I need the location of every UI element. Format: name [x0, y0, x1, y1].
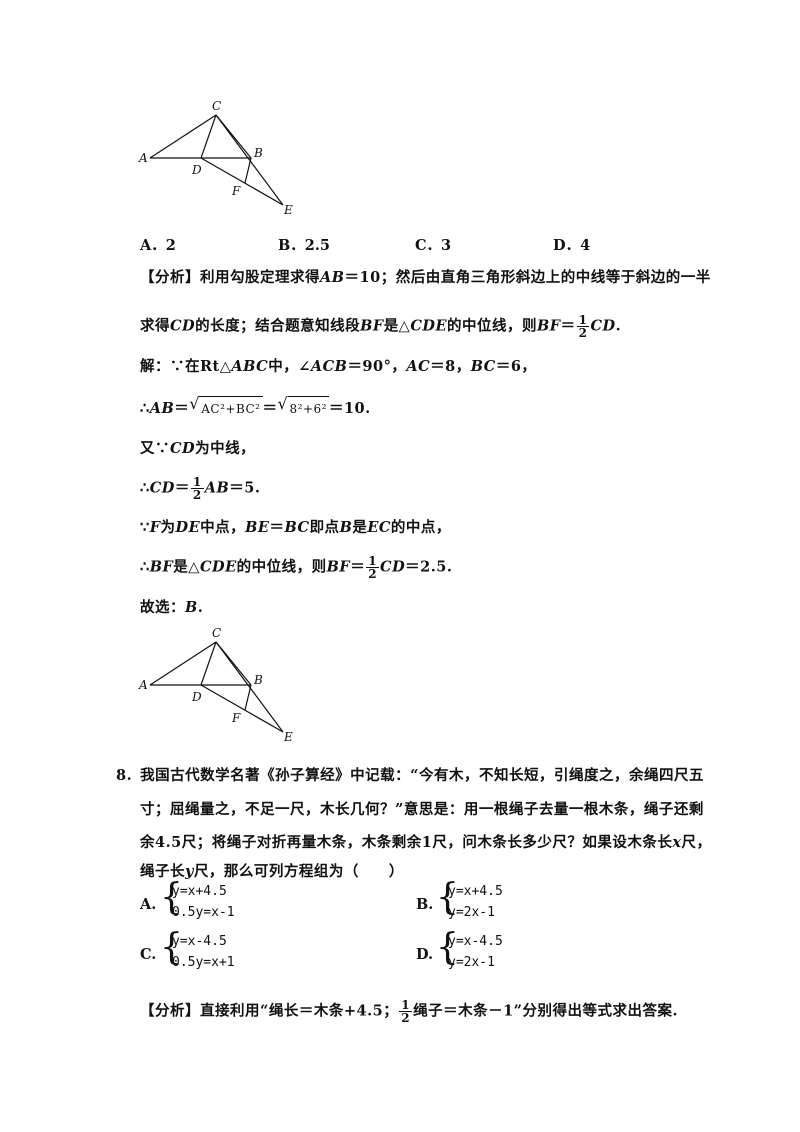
- q7-option-a: A．2: [140, 237, 176, 254]
- label-F: F: [231, 184, 241, 198]
- label-E: E: [283, 730, 293, 744]
- solution7-line2: ∴AB＝√AC²+BC²＝√8²+6²＝10.: [140, 394, 371, 419]
- question-number: 8.: [116, 767, 133, 784]
- q8-option-a-system: { y=x+4.5 0.5y=x-1: [160, 877, 235, 921]
- triangle-figure-2: A C B D F E: [138, 626, 293, 744]
- label-A: A: [138, 678, 148, 692]
- label-B: B: [253, 673, 263, 687]
- q8-option-d-letter: D.: [416, 946, 434, 963]
- q7-option-c: C．3: [415, 237, 452, 254]
- question8-line1: 8.我国古代数学名著《孙子算经》中记载：“今有木，不知长短，引绳度之，余绳四尺五: [116, 767, 704, 784]
- label-C: C: [212, 626, 221, 640]
- triangle-figure-1: A C B D F E: [138, 99, 293, 217]
- question8-line3: 余4.5尺；将绳子对折再量木条，木条剩余1尺，问木条长多少尺？如果设木条长x尺，: [140, 834, 712, 851]
- label-E: E: [283, 203, 293, 217]
- q8-option-c-system: { y=x-4.5 0.5y=x+1: [160, 927, 235, 971]
- label-D: D: [191, 163, 202, 177]
- q8-option-b-letter: B.: [416, 896, 434, 913]
- solution7-line5: ∵F为DE中点，BE＝BC即点B是EC的中点，: [140, 519, 451, 536]
- q8-option-b-system: { y=x+4.5 y=2x-1: [436, 877, 503, 921]
- solution7-line3: 又∵CD为中线，: [140, 440, 256, 457]
- label-F: F: [231, 711, 241, 725]
- label-D: D: [191, 690, 202, 704]
- q8-option-d-system: { y=x-4.5 y=2x-1: [436, 927, 503, 971]
- label-A: A: [138, 151, 148, 165]
- question8-line2: 寸；屈绳量之，不足一尺，木长几何？”意思是：用一根绳子去量一根木条，绳子还剩: [140, 801, 704, 818]
- q8-option-c-letter: C.: [140, 946, 157, 963]
- sqrt-expression-2: √8²+6²: [278, 394, 329, 419]
- solution7-line7: 故选：B.: [140, 599, 204, 616]
- label-B: B: [253, 146, 263, 160]
- q8-option-a-letter: A.: [140, 896, 157, 913]
- sqrt-expression-1: √AC²+BC²: [189, 394, 263, 419]
- solution7-line1: 解：∵在Rt△ABC中，∠ACB＝90°，AC＝8，BC＝6，: [140, 358, 537, 375]
- q7-option-b: B．2.5: [278, 237, 330, 254]
- question8-line4: 绳子长y尺，那么可列方程组为（ ）: [140, 863, 404, 880]
- analysis7-line1: 【分析】利用勾股定理求得AB＝10；然后由直角三角形斜边上的中线等于斜边的一半: [140, 269, 711, 286]
- q7-option-d: D．4: [553, 237, 591, 254]
- label-C: C: [212, 99, 221, 113]
